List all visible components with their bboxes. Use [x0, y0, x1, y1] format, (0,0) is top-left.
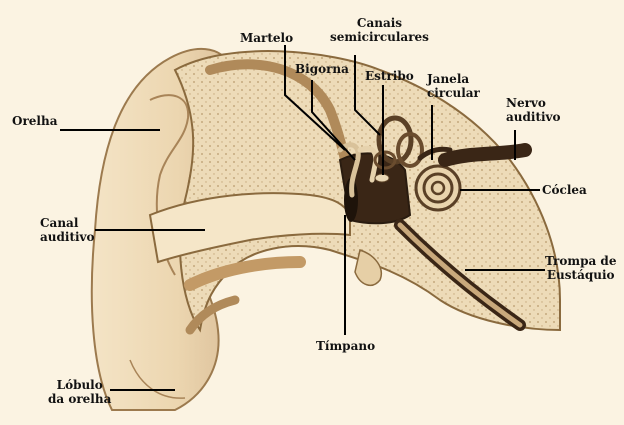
label-nervo-line1: Nervo [506, 96, 561, 110]
label-trompa-line1: Trompa de [545, 254, 616, 268]
label-canal-auditivo: Canal auditivo [40, 216, 95, 244]
label-janela-line1: Janela [427, 72, 480, 86]
label-janela-line2: circular [427, 86, 480, 100]
label-canal-line2: auditivo [40, 230, 95, 244]
label-estribo-text: Estribo [365, 69, 414, 83]
stapes-shape [375, 174, 389, 182]
label-orelha-text: Orelha [12, 114, 57, 128]
label-martelo: Martelo [240, 31, 293, 45]
label-coclea-text: Cóclea [542, 183, 587, 197]
label-trompa-line2: Eustáquio [545, 268, 616, 282]
label-orelha: Orelha [12, 114, 57, 128]
label-bigorna-text: Bigorna [295, 62, 349, 76]
label-timpano-text: Tímpano [316, 339, 375, 353]
label-trompa-eustaquio: Trompa de Eustáquio [545, 254, 616, 282]
label-estribo: Estribo [365, 69, 414, 83]
auditory-nerve-shape [445, 150, 525, 160]
label-janela-circular: Janela circular [427, 72, 480, 100]
label-martelo-text: Martelo [240, 31, 293, 45]
label-canais-semicirculares: Canais semicirculares [330, 16, 429, 44]
label-nervo-line2: auditivo [506, 110, 561, 124]
label-coclea: Cóclea [542, 183, 587, 197]
label-canal-line1: Canal [40, 216, 95, 230]
label-timpano: Tímpano [316, 339, 375, 353]
label-nervo-auditivo: Nervo auditivo [506, 96, 561, 124]
label-lobulo-line2: da orelha [48, 392, 111, 406]
cochlea-shape [416, 166, 460, 210]
label-lobulo: Lóbulo da orelha [48, 378, 111, 406]
label-lobulo-line1: Lóbulo [48, 378, 111, 392]
label-canais-line1: Canais [330, 16, 429, 30]
label-bigorna: Bigorna [295, 62, 349, 76]
label-canais-line2: semicirculares [330, 30, 429, 44]
